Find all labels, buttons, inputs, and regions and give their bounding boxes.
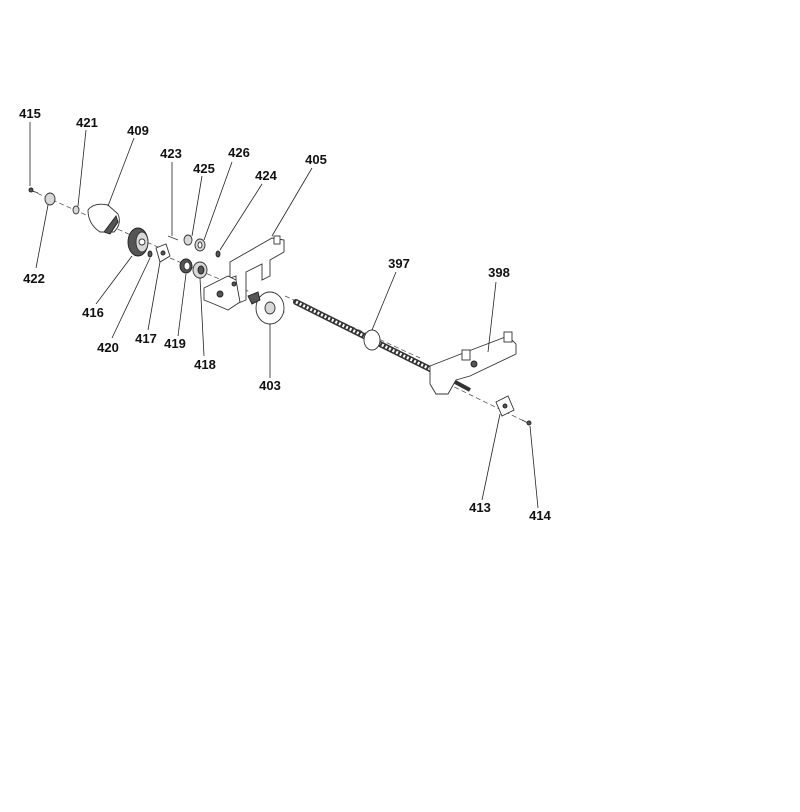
part-426-ring: [194, 238, 206, 252]
callout-413: 413: [469, 500, 491, 515]
callout-417: 417: [135, 331, 157, 346]
part-421-washer: [72, 205, 80, 215]
callout-424: 424: [255, 168, 277, 183]
part-409-knob: [87, 203, 120, 235]
callout-423: 423: [160, 146, 182, 161]
callout-415: 415: [19, 106, 41, 121]
callout-397: 397: [388, 256, 410, 271]
part-420-washer: [147, 250, 153, 258]
part-405-frame: [203, 235, 285, 311]
part-398-carriage: [429, 331, 517, 395]
part-422-disc: [44, 192, 56, 206]
part-417-bracket: [155, 243, 171, 263]
part-424-washer: [215, 250, 221, 258]
part-423-pin: [167, 235, 179, 241]
callout-421: 421: [76, 115, 98, 130]
callout-418: 418: [194, 357, 216, 372]
callout-405: 405: [305, 152, 327, 167]
callout-409: 409: [127, 123, 149, 138]
callout-420: 420: [97, 340, 119, 355]
part-415-screw: [28, 187, 39, 194]
callout-398: 398: [488, 265, 510, 280]
part-413-plate: [495, 395, 515, 417]
callout-426: 426: [228, 145, 250, 160]
callout-422: 422: [23, 271, 45, 286]
callout-414: 414: [529, 508, 551, 523]
part-418-bearing: [192, 261, 208, 279]
leader-lines: [29, 122, 539, 509]
callout-416: 416: [82, 305, 104, 320]
callout-419: 419: [164, 336, 186, 351]
part-416-gear: [127, 227, 149, 257]
callout-403: 403: [259, 378, 281, 393]
part-403-drum: [247, 291, 285, 325]
part-397-lead-screw: [293, 299, 471, 392]
part-425-ring: [183, 234, 193, 246]
part-419-bearing: [179, 258, 193, 274]
callout-425: 425: [193, 161, 215, 176]
assembly-axis-line: [29, 189, 531, 425]
part-414-screw: [521, 419, 532, 426]
